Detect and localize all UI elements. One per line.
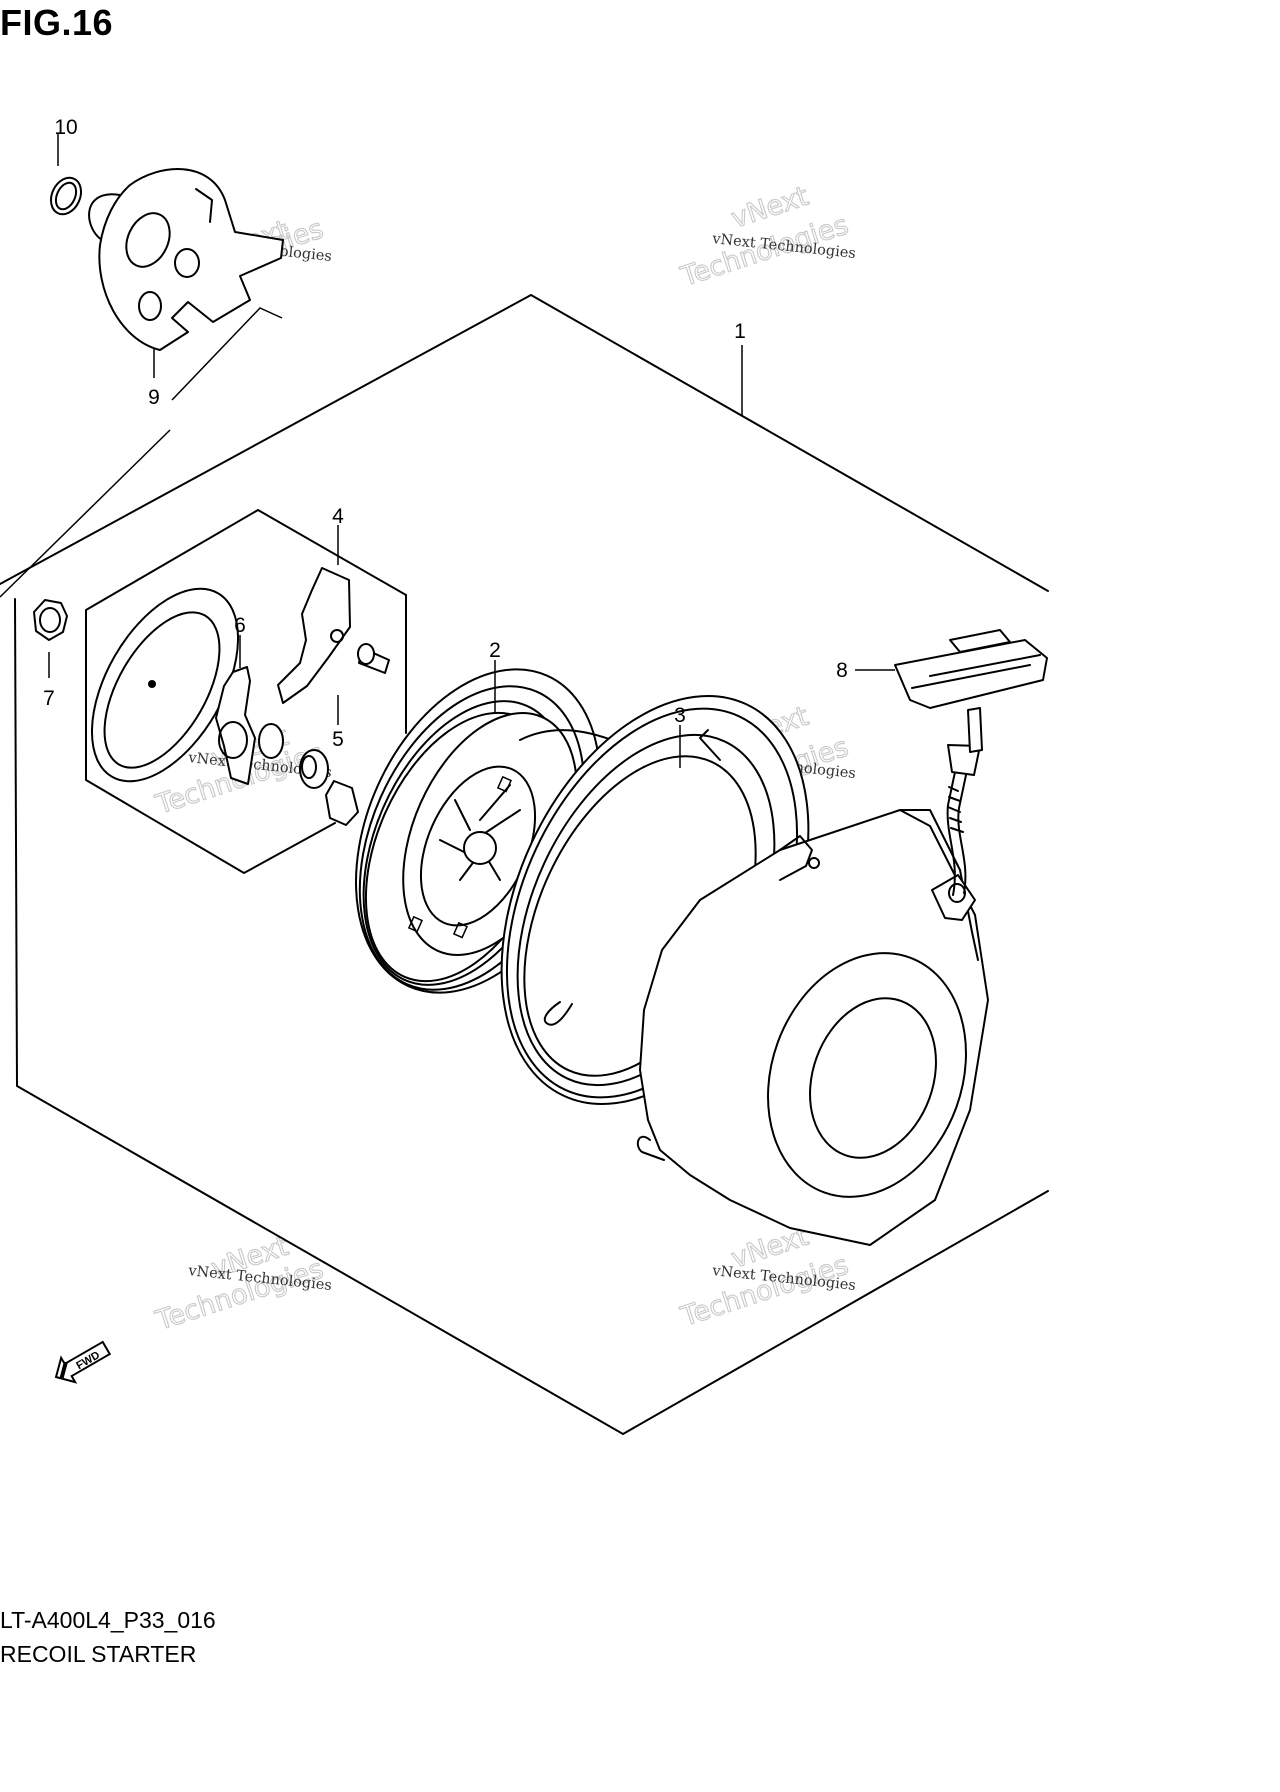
leader-9-connector — [171, 307, 283, 401]
callout-7: 7 — [43, 687, 55, 710]
callout-4: 4 — [332, 505, 344, 528]
fwd-label: FWD — [74, 1349, 102, 1372]
watermark-top-right: vNext Technologies vNext Technologies — [676, 180, 856, 293]
figure-title: FIG.16 — [0, 2, 114, 43]
starter-housing — [636, 809, 989, 1246]
callout-2: 2 — [489, 639, 501, 662]
part-6-ratchet-guide — [215, 666, 359, 826]
callout-5: 5 — [332, 728, 344, 751]
callout-1: 1 — [734, 320, 746, 343]
part-friction-plate — [90, 587, 240, 783]
callout-3: 3 — [674, 704, 686, 727]
part-4-ratchet — [277, 567, 351, 704]
leader-9-connector-lower — [0, 429, 171, 598]
figure-model-code: LT-A400L4_P33_016 — [0, 1607, 216, 1633]
leader-lines — [48, 134, 895, 768]
part-9-starter-cup — [88, 168, 284, 351]
part-8-starter-handle — [894, 629, 1048, 896]
part-10-o-ring — [49, 176, 83, 216]
callout-9: 9 — [148, 386, 160, 409]
assembly-outline-1-lower — [14, 598, 1049, 1435]
part-7-nut — [33, 599, 68, 641]
figure-name: RECOIL STARTER — [0, 1641, 197, 1667]
sub-assembly-outline-4 — [85, 509, 407, 874]
watermark-bottom-left: vNext Technologies vNext Technologies — [151, 1230, 332, 1337]
callout-10: 10 — [54, 116, 77, 139]
assembly-outline-1 — [0, 294, 1049, 592]
callout-8: 8 — [836, 659, 848, 682]
fwd-arrow-icon: FWD — [54, 1340, 112, 1384]
callout-6: 6 — [234, 614, 246, 637]
part-5-pin — [357, 643, 390, 674]
